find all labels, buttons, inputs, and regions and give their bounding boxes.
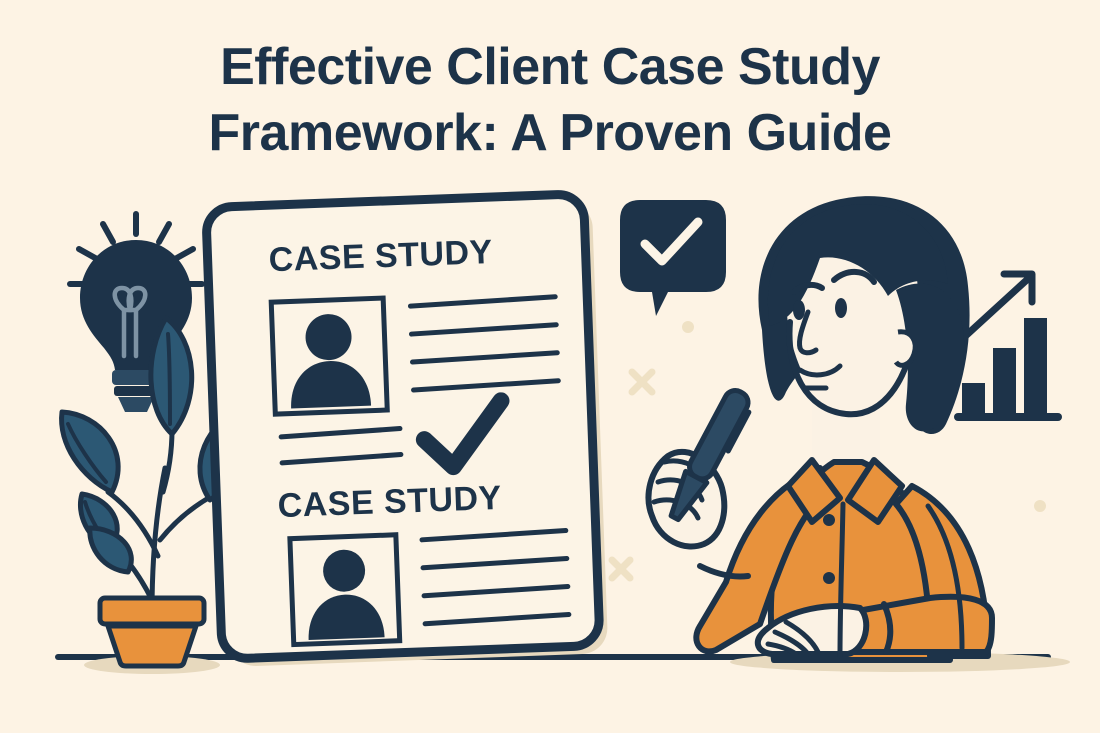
chart-bar [962, 383, 985, 417]
business-woman-illustration [645, 196, 1070, 672]
document-text-lines [407, 294, 561, 393]
shirt-collar [785, 457, 843, 525]
plant-leaf [148, 315, 195, 437]
person-avatar [268, 295, 390, 417]
chart-bar [1024, 318, 1047, 417]
document-text-lines [278, 426, 404, 466]
neck [812, 404, 880, 462]
sleeve-cuff [881, 601, 894, 655]
shirt-collar [845, 457, 905, 525]
bulb-base [112, 370, 160, 385]
hair-front [767, 204, 948, 326]
chart-bar [993, 348, 1016, 417]
approval-speech-bubble [620, 200, 726, 316]
ear [893, 329, 918, 368]
cross-accent [608, 556, 634, 582]
up-right-arrow [956, 270, 1036, 345]
eye [793, 300, 805, 320]
plant-leaf [59, 409, 121, 495]
eyebrow [791, 281, 825, 295]
hair-side [896, 283, 965, 432]
shirt-sleeve-left [693, 465, 829, 655]
eye [835, 298, 847, 318]
document-heading: CASE STUDY [268, 233, 493, 279]
sleeve-cuff [697, 563, 751, 580]
shirt-placket [837, 501, 846, 659]
eyebrow [831, 269, 877, 285]
dot-accent [682, 321, 694, 333]
pen [668, 388, 752, 523]
plant-leaf [87, 525, 134, 575]
case-study-document: CASE STUDY CASE STUDY [202, 190, 608, 666]
document-text-lines [419, 528, 572, 627]
growth-bar-chart [954, 270, 1062, 421]
plant-pot-rim [97, 595, 207, 627]
hand-fingers [765, 619, 821, 657]
nose [797, 309, 819, 356]
plant-pot-body [105, 623, 199, 669]
sleeve-seam [925, 503, 965, 651]
dot-accent [1034, 500, 1046, 512]
person-avatar [287, 532, 403, 648]
shirt-button [823, 514, 835, 526]
mouth [797, 363, 843, 378]
document-heading: CASE STUDY [277, 479, 502, 525]
shirt-button [823, 572, 835, 584]
check-icon [415, 392, 510, 476]
check-icon [640, 217, 703, 266]
cross-accent [628, 368, 656, 396]
